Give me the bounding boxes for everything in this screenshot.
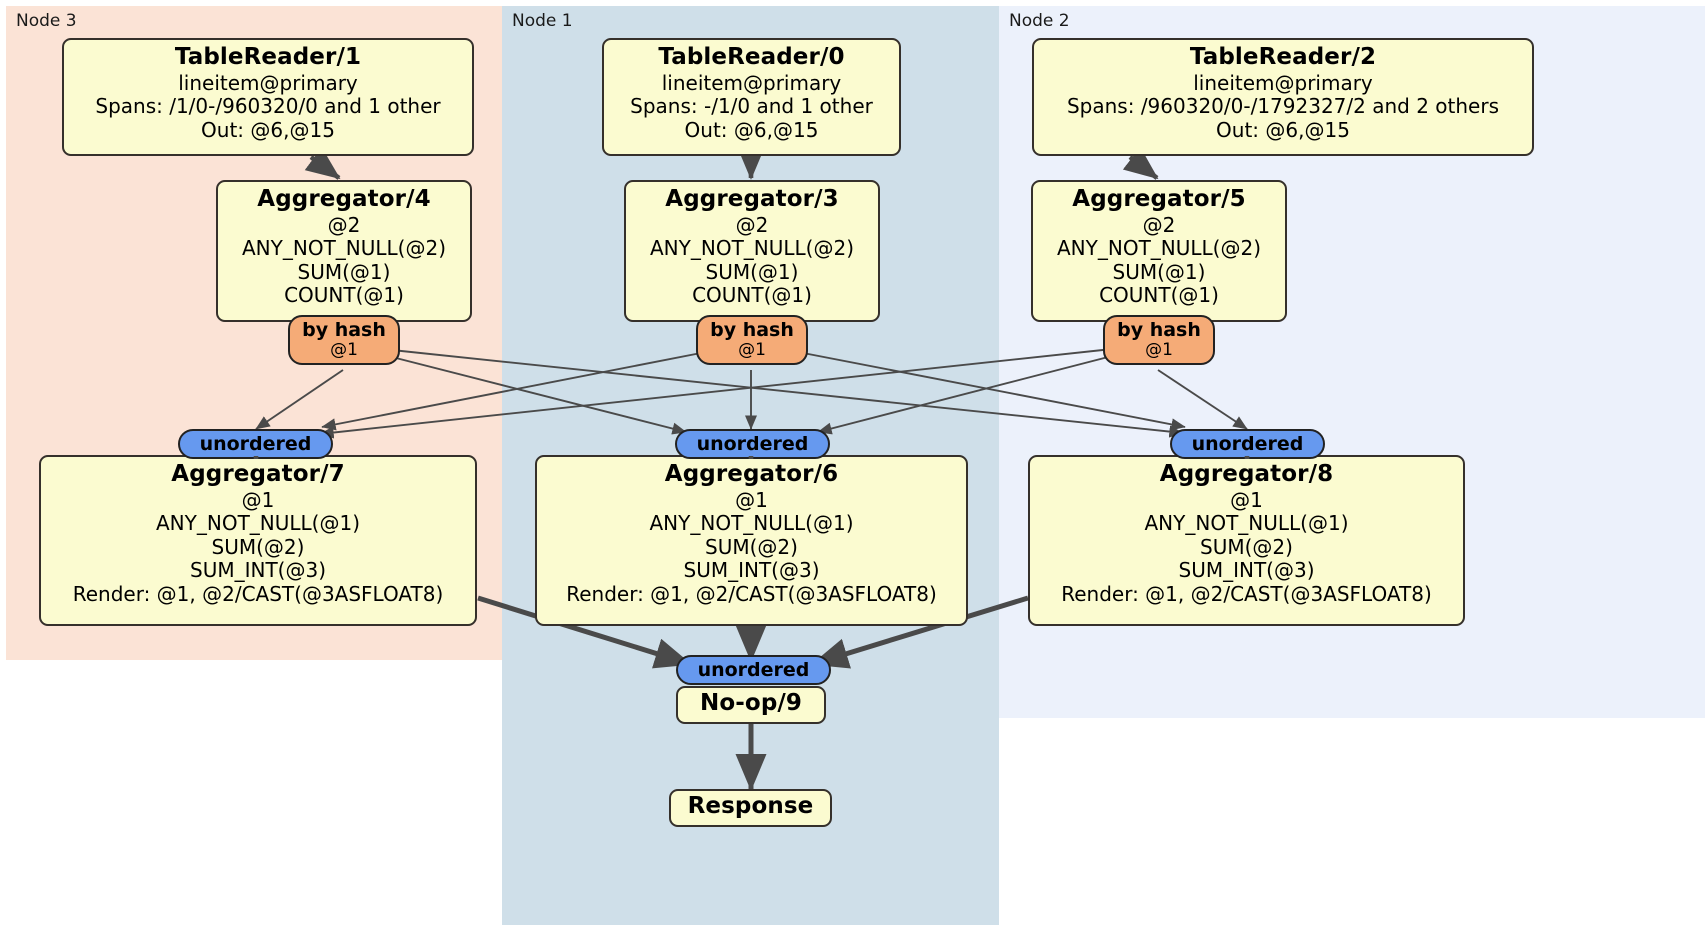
processor-line: ANY_NOT_NULL(@2) xyxy=(242,236,446,261)
sync-unordered-left[interactable]: unordered xyxy=(178,429,333,459)
sync-unordered-final[interactable]: unordered xyxy=(676,655,831,685)
processor-line: @2 xyxy=(327,212,361,237)
processor-noop-9[interactable]: No-op/9 xyxy=(676,686,826,724)
processor-title: Response xyxy=(687,793,814,819)
processor-title: TableReader/0 xyxy=(658,44,845,70)
processor-aggregator-7[interactable]: Aggregator/7 @1 ANY_NOT_NULL(@1) SUM(@2)… xyxy=(39,455,477,626)
processor-line: Out: @6,@15 xyxy=(684,117,819,142)
sync-title: unordered xyxy=(696,433,809,455)
processor-line: SUM_INT(@3) xyxy=(190,558,326,583)
panel-node-3-label: Node 3 xyxy=(16,11,77,31)
sync-unordered-mid[interactable]: unordered xyxy=(675,429,830,459)
processor-line: Render: @1, @2/CAST(@3ASFLOAT8) xyxy=(72,581,444,606)
processor-title: Aggregator/6 xyxy=(664,461,839,487)
sync-title: unordered xyxy=(199,433,312,455)
processor-table-reader-0[interactable]: TableReader/0 lineitem@primary Spans: -/… xyxy=(602,38,901,156)
processor-line: Out: @6,@15 xyxy=(1216,117,1350,142)
processor-aggregator-4[interactable]: Aggregator/4 @2 ANY_NOT_NULL(@2) SUM(@1)… xyxy=(216,180,472,322)
processor-line: ANY_NOT_NULL(@2) xyxy=(1057,236,1261,261)
processor-line: @1 xyxy=(735,487,768,512)
processor-table-reader-1[interactable]: TableReader/1 lineitem@primary Spans: /1… xyxy=(62,38,474,156)
processor-title: TableReader/2 xyxy=(1189,44,1377,70)
router-sub: @1 xyxy=(738,339,766,360)
processor-line: @1 xyxy=(241,487,275,512)
router-by-hash-mid[interactable]: by hash @1 xyxy=(696,315,808,365)
processor-title: No-op/9 xyxy=(700,690,802,716)
sync-title: unordered xyxy=(697,659,810,681)
processor-line: Spans: /960320/0-/1792327/2 and 2 others xyxy=(1066,94,1499,119)
router-sub: @1 xyxy=(330,339,358,360)
processor-table-reader-2[interactable]: TableReader/2 lineitem@primary Spans: /9… xyxy=(1032,38,1534,156)
processor-line: SUM(@1) xyxy=(705,259,799,284)
processor-aggregator-8[interactable]: Aggregator/8 @1 ANY_NOT_NULL(@1) SUM(@2)… xyxy=(1028,455,1465,626)
processor-line: Spans: -/1/0 and 1 other xyxy=(630,94,873,119)
processor-line: Render: @1, @2/CAST(@3ASFLOAT8) xyxy=(566,581,937,606)
sync-unordered-right[interactable]: unordered xyxy=(1170,429,1325,459)
processor-title: Aggregator/3 xyxy=(665,186,839,212)
processor-line: Render: @1, @2/CAST(@3ASFLOAT8) xyxy=(1061,581,1432,606)
processor-line: @2 xyxy=(1142,212,1176,237)
processor-aggregator-3[interactable]: Aggregator/3 @2 ANY_NOT_NULL(@2) SUM(@1)… xyxy=(624,180,880,322)
processor-title: TableReader/1 xyxy=(174,44,362,70)
processor-line: @1 xyxy=(1230,487,1263,512)
processor-line: ANY_NOT_NULL(@2) xyxy=(650,236,854,261)
processor-line: COUNT(@1) xyxy=(1099,283,1219,308)
processor-line: SUM(@2) xyxy=(1200,534,1293,559)
processor-line: SUM(@2) xyxy=(705,534,798,559)
processor-line: SUM(@2) xyxy=(211,534,305,559)
processor-line: SUM_INT(@3) xyxy=(1178,558,1315,583)
router-by-hash-right[interactable]: by hash @1 xyxy=(1103,315,1215,365)
processor-response[interactable]: Response xyxy=(669,789,832,827)
router-title: by hash xyxy=(1117,319,1201,341)
processor-line: SUM(@1) xyxy=(297,259,391,284)
processor-aggregator-5[interactable]: Aggregator/5 @2 ANY_NOT_NULL(@2) SUM(@1)… xyxy=(1031,180,1287,322)
processor-line: COUNT(@1) xyxy=(284,283,404,308)
processor-line: SUM(@1) xyxy=(1112,259,1206,284)
processor-line: SUM_INT(@3) xyxy=(683,558,820,583)
processor-title: Aggregator/7 xyxy=(171,461,345,487)
processor-line: @2 xyxy=(735,212,769,237)
router-sub: @1 xyxy=(1145,339,1173,360)
panel-node-1-label: Node 1 xyxy=(512,11,573,31)
router-title: by hash xyxy=(302,319,386,341)
processor-title: Aggregator/8 xyxy=(1159,461,1334,487)
processor-line: lineitem@primary xyxy=(661,70,842,95)
processor-line: ANY_NOT_NULL(@1) xyxy=(1144,511,1349,536)
processor-line: COUNT(@1) xyxy=(692,283,812,308)
processor-line: Out: @6,@15 xyxy=(201,117,335,142)
router-by-hash-left[interactable]: by hash @1 xyxy=(288,315,400,365)
panel-node-2-label: Node 2 xyxy=(1009,11,1070,31)
processor-aggregator-6[interactable]: Aggregator/6 @1 ANY_NOT_NULL(@1) SUM(@2)… xyxy=(535,455,968,626)
processor-line: lineitem@primary xyxy=(178,70,358,95)
sync-title: unordered xyxy=(1191,433,1304,455)
processor-line: ANY_NOT_NULL(@1) xyxy=(156,511,360,536)
processor-title: Aggregator/4 xyxy=(257,186,431,212)
router-title: by hash xyxy=(710,319,794,341)
processor-line: Spans: /1/0-/960320/0 and 1 other xyxy=(95,94,441,119)
processor-line: ANY_NOT_NULL(@1) xyxy=(649,511,854,536)
processor-title: Aggregator/5 xyxy=(1072,186,1246,212)
processor-line: lineitem@primary xyxy=(1193,70,1373,95)
